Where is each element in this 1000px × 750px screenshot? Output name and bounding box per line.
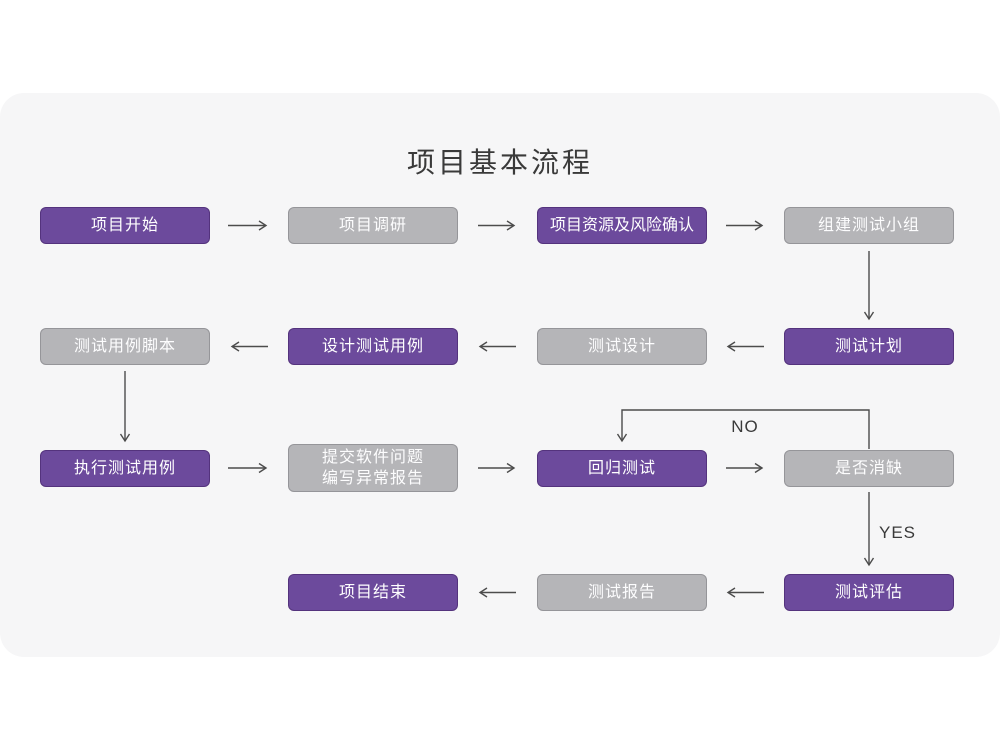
node-test-design: 测试设计 bbox=[537, 328, 707, 365]
node-test-plan: 测试计划 bbox=[784, 328, 954, 365]
node-label-line2: 编写异常报告 bbox=[321, 470, 424, 487]
node-label: 设计测试用例 bbox=[321, 338, 424, 355]
node-label: 测试计划 bbox=[834, 338, 903, 355]
node-label: 测试用例脚本 bbox=[73, 338, 176, 355]
node-project-start: 项目开始 bbox=[40, 207, 210, 244]
node-label: 组建测试小组 bbox=[817, 217, 920, 234]
node-label: 是否消缺 bbox=[834, 460, 903, 477]
node-project-end: 项目结束 bbox=[288, 574, 458, 611]
node-design-test-cases: 设计测试用例 bbox=[288, 328, 458, 365]
node-label: 执行测试用例 bbox=[73, 460, 176, 477]
node-test-report: 测试报告 bbox=[537, 574, 707, 611]
flowchart-card bbox=[0, 93, 1000, 657]
node-label: 测试设计 bbox=[587, 338, 656, 355]
edge-label-no: NO bbox=[731, 417, 759, 436]
node-project-research: 项目调研 bbox=[288, 207, 458, 244]
node-defect-cleared: 是否消缺 bbox=[784, 450, 954, 487]
node-submit-issues: 提交软件问题 编写异常报告 bbox=[288, 444, 458, 492]
node-label: 项目调研 bbox=[338, 217, 407, 234]
node-label: 项目结束 bbox=[338, 584, 407, 601]
edge-label-yes: YES bbox=[879, 523, 917, 542]
node-label-line1: 提交软件问题 bbox=[321, 449, 424, 466]
node-test-case-script: 测试用例脚本 bbox=[40, 328, 210, 365]
node-regression-test: 回归测试 bbox=[537, 450, 707, 487]
node-label: 项目资源及风险确认 bbox=[549, 217, 694, 234]
node-execute-test-cases: 执行测试用例 bbox=[40, 450, 210, 487]
node-label: 回归测试 bbox=[587, 460, 656, 477]
node-label: 项目开始 bbox=[90, 217, 159, 234]
node-test-evaluation: 测试评估 bbox=[784, 574, 954, 611]
node-label: 测试评估 bbox=[834, 584, 903, 601]
node-resource-risk-confirm: 项目资源及风险确认 bbox=[537, 207, 707, 244]
node-build-test-team: 组建测试小组 bbox=[784, 207, 954, 244]
node-label: 测试报告 bbox=[587, 584, 656, 601]
diagram-title: 项目基本流程 bbox=[406, 147, 593, 178]
